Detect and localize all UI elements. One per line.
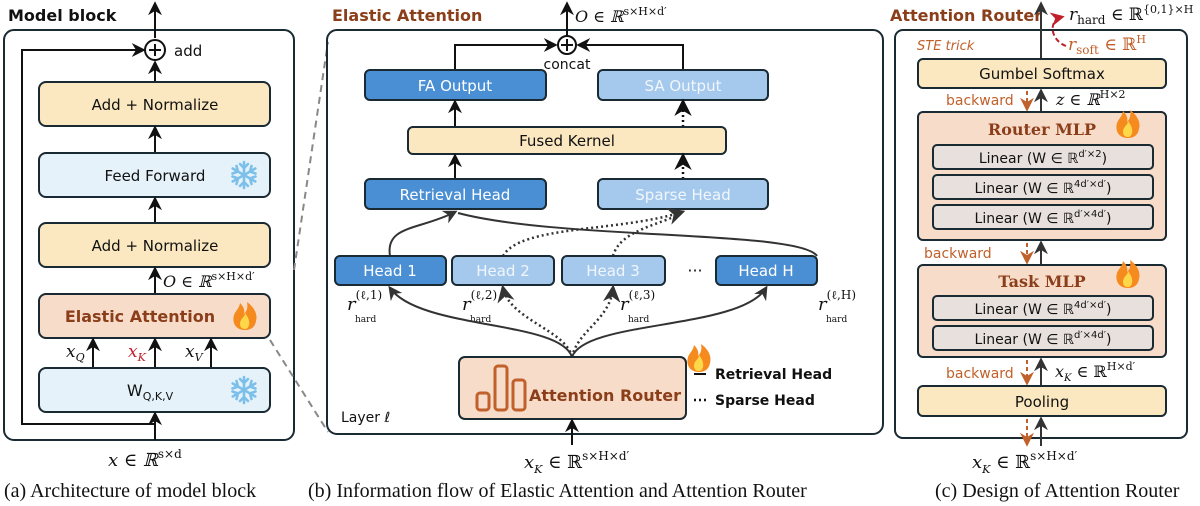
r-hard-2-label: r(ℓ,2) (462, 288, 497, 315)
panel-b-caption: (b) Information flow of Elastic Attentio… (308, 480, 807, 502)
retrieval-head-box (364, 178, 547, 210)
router-linear-1 (932, 144, 1154, 170)
panel-b-title: Elastic Attention (332, 6, 482, 25)
zoom-line-top (293, 41, 329, 271)
panel-a-input-label: x ∈ ℝs×d (108, 447, 182, 471)
xq-label: xQ (66, 342, 85, 364)
backward-label-3: backward (946, 366, 1014, 382)
r-soft-label: rsoft ∈ ℝH (1068, 33, 1146, 57)
panel-c-caption: (c) Design of Attention Router (935, 480, 1180, 502)
panel-c-input-label: xK ∈ ℝs×H×d′ (972, 449, 1078, 476)
r-hard-output-label: rhard ∈ ℝ{0,1}×H (1069, 3, 1193, 27)
head-3-label: Head 3 (586, 262, 640, 280)
gumbel-softmax-label: Gumbel Softmax (979, 65, 1105, 83)
head-h-label: Head H (738, 262, 793, 280)
router-linear-2 (932, 174, 1154, 200)
head-h-box (715, 255, 818, 286)
pooling-box (917, 385, 1167, 417)
layer-label: Layer ℓ (341, 410, 390, 426)
panel-b-input-label: xK ∈ ℝs×H×d′ (524, 449, 630, 476)
r-hard-h-sub: hard (826, 315, 847, 325)
z-label: z ∈ ℝH×2 (1055, 88, 1126, 109)
head-1-label: Head 1 (363, 262, 417, 280)
router-to-head2 (497, 284, 574, 358)
xk-mid-label: xK ∈ ℝH×d′ (1055, 360, 1136, 384)
backward-label-2: backward (924, 246, 992, 262)
head3-to-sparse (611, 211, 683, 257)
residual-connection (21, 43, 155, 425)
sparse-head-label: Sparse Head (635, 186, 730, 204)
sa-output-label: SA Output (645, 77, 722, 95)
panel-c-title: Attention Router (890, 6, 1042, 25)
panel-a-output-label: O ∈ ℝs×H×d′ (163, 270, 255, 291)
attention-router-label: Attention Router (529, 386, 681, 405)
panel-a-title: Model block (8, 6, 117, 25)
xv-label: xV (185, 342, 204, 364)
zoom-line-bottom (269, 339, 329, 433)
add-label: add (174, 42, 202, 60)
ste-dashed-arrow (1049, 12, 1067, 47)
router-linear-3-label: Linear (W ∈ ℝd′×4d′) (975, 209, 1112, 227)
router-linear-2-label: Linear (W ∈ ℝ4d′×d′) (975, 179, 1112, 197)
router-to-head1 (388, 285, 573, 358)
concat-label: concat (544, 57, 591, 73)
flame-icon (687, 344, 711, 372)
router-linear-1-label: Linear (W ∈ ℝd′×2) (979, 149, 1107, 167)
heads-ellipsis: ··· (687, 261, 702, 280)
ste-trick-label: STE trick (917, 39, 975, 54)
r-hard-1-label: r(ℓ,1) (347, 288, 382, 315)
panel-b-output-label: O ∈ ℝs×H×d′ (575, 5, 667, 26)
bar-chart-icon (475, 364, 527, 412)
pooling-label: Pooling (1015, 393, 1069, 411)
backward-label-1: backward (946, 93, 1014, 109)
add-normalize-bottom-label: Add + Normalize (92, 237, 219, 255)
head-1-box (334, 255, 447, 286)
task-linear-2 (932, 325, 1154, 351)
task-linear-1 (932, 295, 1154, 321)
task-mlp-label: Task MLP (998, 272, 1085, 291)
gumbel-softmax-box (917, 58, 1167, 89)
head1-to-retrieval (388, 210, 458, 257)
elastic-attention-frame (326, 29, 884, 435)
router-mlp-label: Router MLP (988, 120, 1096, 139)
wqkv-label: WQ,K,V (127, 381, 174, 403)
model-block-frame (3, 29, 295, 441)
r-hard-h-label: r(ℓ,H) (818, 288, 856, 315)
task-linear-2-label: Linear (W ∈ ℝd′×4d′) (975, 330, 1112, 348)
task-linear-1-label: Linear (W ∈ ℝ4d′×d′) (975, 300, 1112, 318)
panel-c-attention-router: Attention Router rhard ∈ ℝ{0,1}×H rsoft … (890, 1, 1193, 502)
legend-sparse-head: Sparse Head (715, 393, 815, 409)
legend-retrieval-head: Retrieval Head (715, 367, 832, 383)
panel-b-elastic-attention: Elastic Attention O ∈ ℝs×H×d′ concat FA … (308, 1, 884, 502)
feed-forward-label: Feed Forward (105, 167, 206, 185)
fused-kernel-label: Fused Kernel (519, 132, 615, 150)
r-hard-1-sub: hard (355, 315, 376, 325)
add-normalize-top-label: Add + Normalize (92, 96, 219, 114)
router-to-head3 (570, 284, 621, 358)
r-hard-3-label: r(ℓ,3) (620, 288, 655, 315)
elastic-attention-label: Elastic Attention (65, 307, 215, 326)
retrieval-head-label: Retrieval Head (400, 186, 511, 204)
router-to-headH (571, 285, 768, 358)
r-hard-2-sub: hard (470, 315, 491, 325)
xk-label: xK (128, 342, 147, 364)
headH-to-retrieval (457, 212, 818, 257)
head-2-label: Head 2 (476, 262, 530, 280)
fa-output-label: FA Output (418, 77, 493, 95)
router-linear-3 (932, 204, 1154, 230)
panel-a-model-block: Model block add Add + Normalize Feed For… (3, 1, 295, 502)
r-hard-3-sub: hard (628, 315, 649, 325)
panel-a-caption: (a) Architecture of model block (4, 480, 256, 502)
fused-kernel-box (407, 126, 727, 155)
